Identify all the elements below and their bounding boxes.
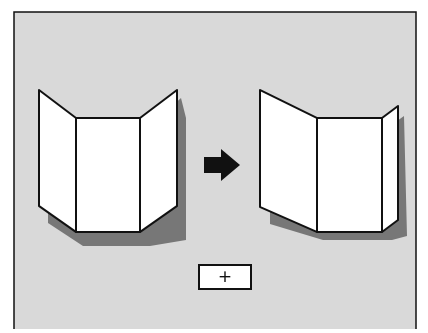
folded-brochure-after-icon — [259, 89, 407, 240]
folded-brochure-before-icon — [38, 89, 186, 246]
right-fold-panel — [139, 89, 178, 233]
center-panel — [75, 117, 141, 233]
right-fold-panel — [381, 105, 399, 233]
center-panel — [316, 117, 383, 233]
right-arrow-icon — [204, 149, 240, 181]
plus-button[interactable]: + — [198, 264, 252, 290]
